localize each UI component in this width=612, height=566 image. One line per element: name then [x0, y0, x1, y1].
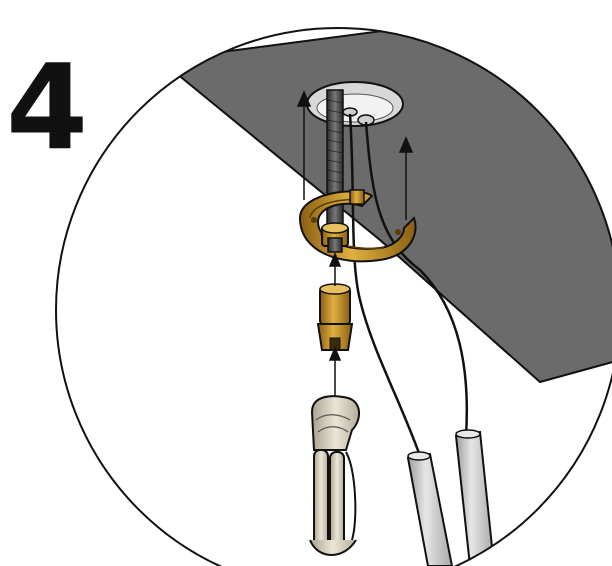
- cable-tube-right: [456, 430, 494, 566]
- threaded-rod: [327, 90, 343, 230]
- cable-tube-left: [408, 452, 452, 566]
- ceiling-panel: [160, 0, 612, 382]
- cfl-bulb: [310, 396, 359, 555]
- detail-view: [160, 0, 612, 566]
- lamp-socket: [318, 284, 352, 350]
